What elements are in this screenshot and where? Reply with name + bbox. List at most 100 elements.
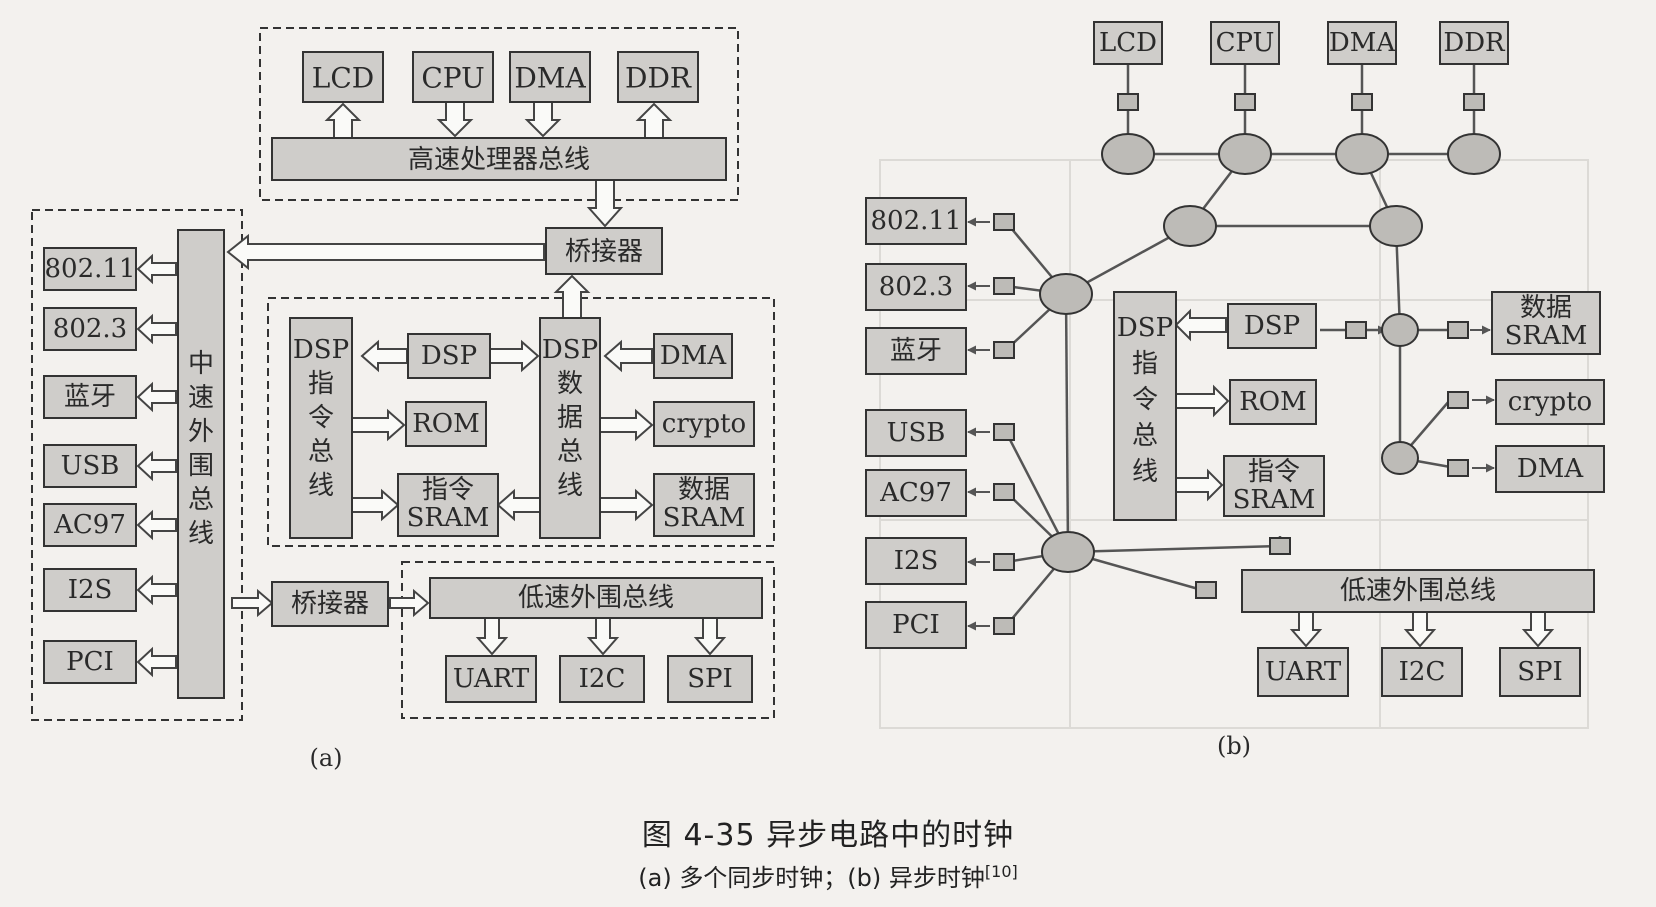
b-rom-label: ROM xyxy=(1239,387,1307,417)
a-left-label-1: 802.3 xyxy=(53,314,127,344)
b-sync-square xyxy=(1447,321,1469,339)
a-left-box xyxy=(43,307,137,351)
b-sync-square xyxy=(993,423,1015,441)
a-crypto-label: crypto xyxy=(662,409,746,439)
a-group-low-speed xyxy=(401,561,775,719)
a-left-label-6: PCI xyxy=(66,647,114,677)
a-dma2-box xyxy=(653,333,733,379)
b-data-sram-box xyxy=(1491,291,1601,355)
a-cpu-box xyxy=(412,51,494,103)
a-left-box xyxy=(43,444,137,488)
b-switch-node xyxy=(1041,531,1095,573)
a-bridge-top-box xyxy=(545,227,663,275)
a-uart-label: UART xyxy=(453,664,530,694)
a-left-box xyxy=(43,503,137,547)
b-switch-node xyxy=(1369,205,1423,247)
a-dsp-label: DSP xyxy=(421,341,477,371)
b-sync-square xyxy=(993,553,1015,571)
b-rom-box xyxy=(1229,379,1317,425)
b-dsp-box xyxy=(1227,303,1317,349)
b-left-box xyxy=(865,601,967,649)
a-left-label-4: AC97 xyxy=(53,510,126,540)
b-lcd-label: LCD xyxy=(1099,28,1157,58)
b-dma2-label: DMA xyxy=(1517,454,1584,484)
a-left-box xyxy=(43,568,137,612)
a-dsp-instr-bus xyxy=(289,317,353,539)
a-lcd-label: LCD xyxy=(312,62,374,95)
b-left-label-4: AC97 xyxy=(879,478,952,508)
a-left-box xyxy=(43,247,137,291)
a-high-speed-bus-label: 高速处理器总线 xyxy=(408,145,590,175)
b-switch-node xyxy=(1381,441,1419,475)
a-i2c-box xyxy=(559,655,645,703)
b-sync-square xyxy=(1447,459,1469,477)
b-spi-box xyxy=(1499,647,1581,697)
b-dma-label: DMA xyxy=(1329,28,1396,58)
a-mid-bus-arrows xyxy=(136,253,177,678)
b-sync-square xyxy=(1195,581,1217,599)
a-left-label-0: 802.11 xyxy=(45,254,136,284)
a-dma-label: DMA xyxy=(514,62,586,95)
a-spi-box xyxy=(667,655,753,703)
a-group-dsp xyxy=(267,297,775,547)
a-bridge-top-label: 桥接器 xyxy=(565,237,643,267)
b-sub-label: (b) xyxy=(1217,732,1251,760)
b-switch-node xyxy=(1218,133,1272,175)
b-switch-node xyxy=(1447,133,1501,175)
a-left-label-3: USB xyxy=(61,451,120,481)
a-low-speed-bus-label: 低速外围总线 xyxy=(518,583,674,613)
a-left-label-5: I2S xyxy=(68,575,113,605)
b-sync-square xyxy=(1234,93,1256,111)
a-lcd-box xyxy=(302,51,384,103)
a-bridge-bottom-label: 桥接器 xyxy=(291,589,369,619)
b-sync-square xyxy=(1463,93,1485,111)
b-left-label-5: I2S xyxy=(894,546,939,576)
b-left-label-6: PCI xyxy=(892,610,940,640)
b-sync-square xyxy=(993,483,1015,501)
a-rom-label: ROM xyxy=(412,409,480,439)
b-hollow-arrows xyxy=(1174,308,1555,648)
b-cpu-box xyxy=(1210,21,1280,65)
a-sub-label: (a) xyxy=(309,744,342,772)
b-ddr-label: DDR xyxy=(1443,28,1506,58)
figure-caption-subtitle-text: (a) 多个同步时钟；(b) 异步时钟 xyxy=(638,864,985,892)
b-left-label-2: 蓝牙 xyxy=(890,336,942,366)
b-low-speed-bus xyxy=(1241,569,1595,613)
b-switch-node xyxy=(1039,273,1093,315)
b-sync-square xyxy=(993,341,1015,359)
b-switch-node xyxy=(1335,133,1389,175)
a-group-mid-speed xyxy=(31,209,243,721)
a-crypto-box xyxy=(653,401,755,447)
b-dsp-label: DSP xyxy=(1244,311,1300,341)
a-uart-box xyxy=(445,655,537,703)
a-i2c-label: I2C xyxy=(579,664,626,694)
a-low-speed-bus xyxy=(429,577,763,619)
a-high-speed-bus xyxy=(271,137,727,181)
b-uart-box xyxy=(1257,647,1349,697)
a-mid-bus xyxy=(177,229,225,699)
b-left-label-1: 802.3 xyxy=(879,272,953,302)
b-left-label-0: 802.11 xyxy=(871,206,962,236)
a-spi-label: SPI xyxy=(687,664,733,694)
b-dma-box xyxy=(1327,21,1397,65)
b-left-box xyxy=(865,409,967,457)
a-dma-box xyxy=(509,51,591,103)
a-instr-sram-box xyxy=(397,473,499,537)
a-data-sram-box xyxy=(653,473,755,537)
a-rom-box xyxy=(405,401,487,447)
b-sync-square xyxy=(993,277,1015,295)
b-lcd-box xyxy=(1093,21,1163,65)
b-sync-square xyxy=(993,617,1015,635)
b-faint-background xyxy=(879,159,1589,729)
a-dma2-label: DMA xyxy=(660,341,727,371)
b-left-label-3: USB xyxy=(887,418,946,448)
b-crypto-label: crypto xyxy=(1508,387,1592,417)
b-left-box xyxy=(865,327,967,375)
a-dsp-box xyxy=(407,333,491,379)
